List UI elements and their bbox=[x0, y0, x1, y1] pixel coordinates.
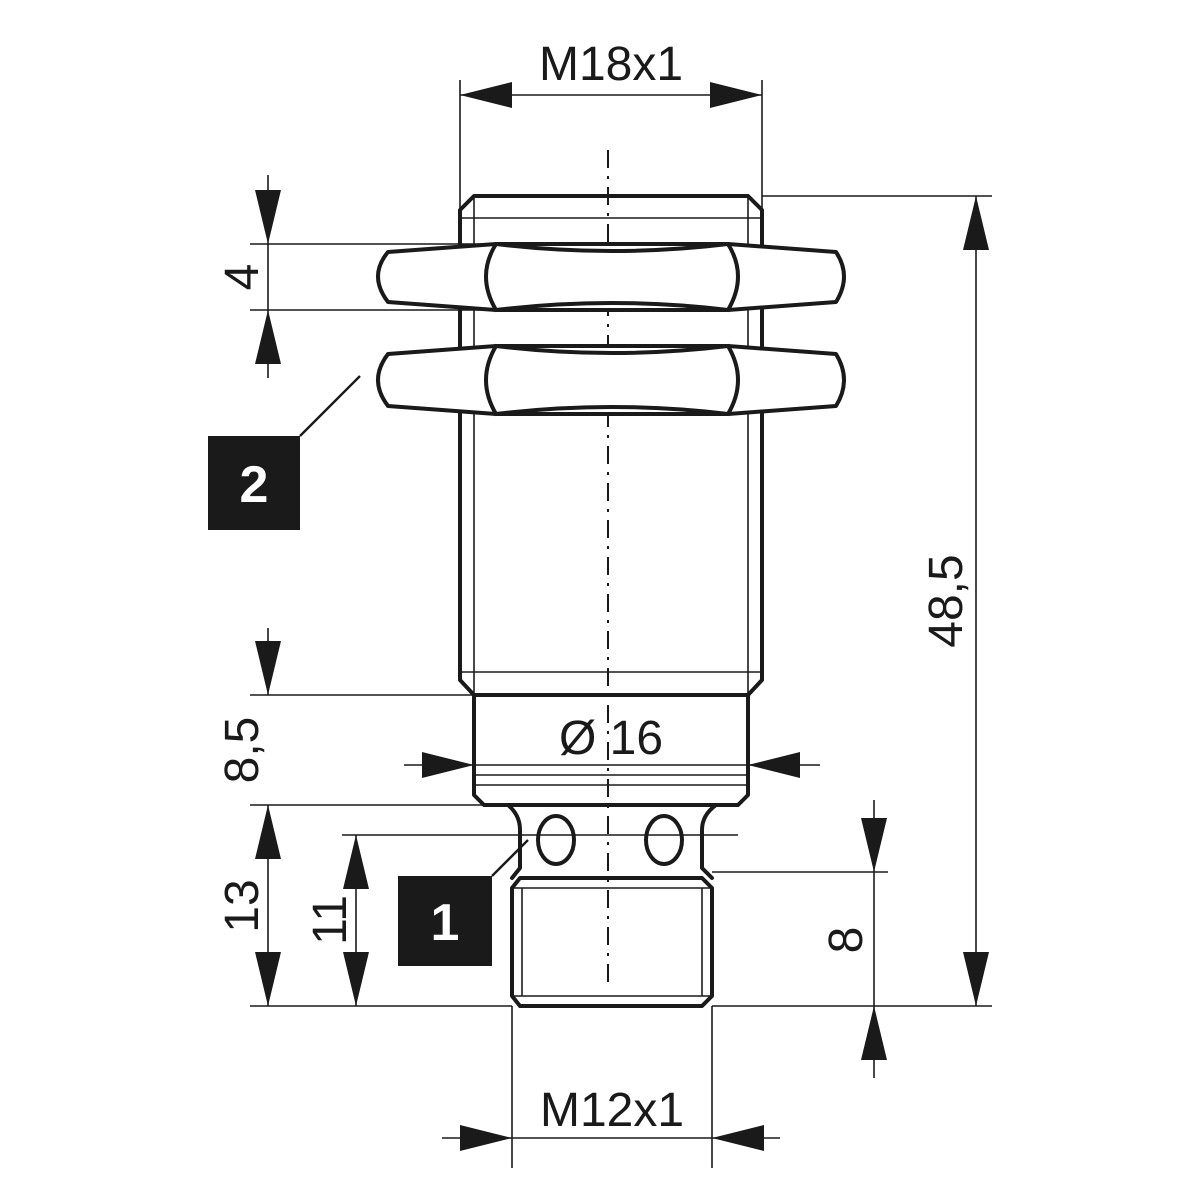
dimension-led-to-bottom: 13 bbox=[216, 805, 512, 1007]
callout-2: 2 bbox=[208, 375, 361, 530]
dimension-connector-length: 11 bbox=[304, 834, 738, 1006]
dimension-collar-height: 8,5 bbox=[216, 628, 508, 806]
label-thread-bottom: M12x1 bbox=[540, 1084, 684, 1137]
label-collar-diameter: Ø 16 bbox=[559, 712, 663, 765]
m12-connector bbox=[510, 876, 714, 1008]
callout-box-1 bbox=[398, 876, 492, 966]
led-window-left bbox=[536, 814, 576, 866]
led-neck bbox=[506, 803, 718, 880]
callout-box-2 bbox=[208, 436, 300, 530]
threaded-body bbox=[458, 194, 764, 697]
dimension-overall-length: 48,5 bbox=[712, 195, 992, 1007]
led-window-right bbox=[644, 814, 684, 866]
upper-hex-nut bbox=[376, 242, 846, 312]
dimension-m18: M18x1 bbox=[459, 38, 763, 210]
collar bbox=[472, 693, 750, 807]
label-collar-height: 8,5 bbox=[216, 717, 269, 784]
label-nut-thickness: 4 bbox=[216, 264, 269, 291]
dimension-m12: M12x1 bbox=[442, 1006, 780, 1168]
label-overall-length: 48,5 bbox=[920, 554, 973, 647]
label-thread-top: M18x1 bbox=[539, 38, 683, 91]
callout-number-1: 1 bbox=[431, 894, 460, 952]
lower-hex-nut bbox=[376, 344, 846, 416]
label-connector-thread-length: 8 bbox=[820, 927, 873, 954]
label-connector-length: 11 bbox=[304, 895, 357, 945]
callout-number-2: 2 bbox=[240, 456, 269, 514]
dimension-collar-diameter: Ø 16 bbox=[404, 712, 820, 778]
dimension-nut-thickness: 4 bbox=[216, 175, 496, 378]
dimension-connector-thread-length: 8 bbox=[712, 800, 888, 1078]
callout-1: 1 bbox=[398, 839, 529, 966]
label-led-to-bottom: 13 bbox=[216, 879, 269, 932]
